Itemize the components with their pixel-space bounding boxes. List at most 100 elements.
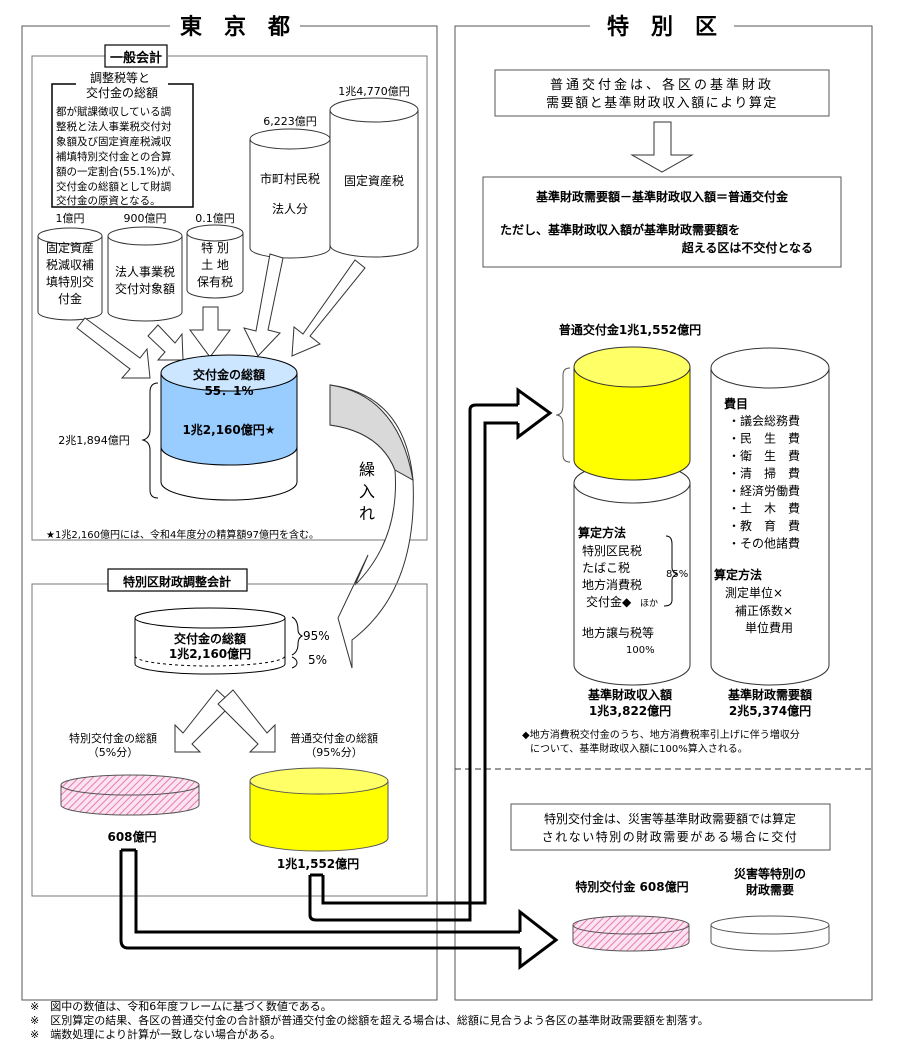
expense-item: ・教 育 費: [728, 518, 800, 533]
source-amount: 1億円: [56, 212, 85, 225]
revenue-item-100: 地方譲与税等: [582, 625, 654, 640]
source-label: 交付対象額: [115, 281, 175, 296]
transfer-char: れ: [359, 504, 375, 523]
revenue-item: 交付金◆: [586, 594, 632, 609]
total-grant-cylinder: 交付金の総額 55．1% 1兆2,160億円★ 2兆1,894億円: [58, 354, 298, 501]
special-explain-line-2: されない特別の財政需要がある場合に交付: [542, 829, 799, 844]
source-label: 市町村民税: [260, 171, 320, 186]
ordinary-flow-pipe: [308, 387, 553, 922]
arrow-icon: [189, 306, 231, 358]
formula-note-2: 超える区は不交付となる: [681, 240, 813, 255]
transfer-char: 入: [359, 482, 375, 501]
transfer-arrow: 繰 入 れ: [329, 384, 414, 669]
source-label: 法人分: [272, 202, 308, 216]
demand-method-title: 算定方法: [714, 567, 762, 582]
special-grant-label: 特別交付金 608億円: [575, 879, 688, 894]
expense-item: ・経済労働費: [728, 483, 800, 498]
expense-item: ・その他諸費: [728, 536, 800, 551]
source-label: 付金: [58, 291, 82, 306]
source-amount: 1兆4,770億円: [338, 85, 410, 98]
expense-item: ・議会総務費: [728, 413, 800, 428]
base-total-amount: 2兆1,894億円: [58, 434, 130, 447]
footnotes: ※ 図中の数値は、令和6年度フレームに基づく数値である。 ※ 区別算定の結果、各…: [30, 1000, 709, 1042]
demand-cylinder: 費目 ・議会総務費・民 生 費・衛 生 費・清 掃 費・経済労働費・土 木 費・…: [710, 347, 830, 718]
disaster-label-2: 財政需要: [745, 882, 794, 897]
source-amount: 6,223億円: [263, 115, 317, 128]
special-total-share: （5%分）: [88, 746, 138, 759]
source-label: 固定資産: [46, 240, 94, 255]
formula-note-1: ただし、基準財政収入額が基準財政需要額を: [500, 222, 740, 237]
demand-name: 基準財政需要額: [727, 687, 812, 702]
source-arrows: [76, 253, 366, 379]
brace: [141, 382, 159, 499]
revenue-item: たばこ税: [582, 561, 630, 575]
intro-box: 普通交付金は、各区の基準財政 需要額と基準財政収入額により算定: [494, 69, 830, 117]
revenue-name: 基準財政収入額: [587, 687, 672, 702]
adjustment-total-amount: 1兆2,160億円: [169, 646, 251, 661]
expense-title: 費目: [724, 396, 748, 411]
intro-line-1: 普通交付金は、各区の基準財政: [550, 77, 774, 93]
ordinary-total-share: （95%分）: [305, 746, 362, 759]
ordinary-grant-label: 普通交付金1兆1,552億円: [559, 322, 701, 337]
intro-line-2: 需要額と基準財政収入額により算定: [546, 95, 778, 111]
adjustment-account-frame: 特別区財政調整会計: [31, 568, 428, 897]
revenue-hoka: ほか: [640, 598, 658, 609]
down-arrow-icon: [630, 121, 694, 173]
footnote: ※ 図中の数値は、令和6年度フレームに基づく数値である。: [30, 1000, 332, 1013]
arrow-icon: [76, 317, 151, 379]
explain-line: 整税と法人事業税交付対: [56, 120, 172, 133]
source-amount: 900億円: [124, 212, 167, 225]
expense-item: ・土 木 費: [728, 501, 800, 516]
special-grant-disc-wards: [572, 915, 690, 952]
explain-line: 額の一定割合(55.1%)が、: [56, 165, 181, 178]
ordinary-total-title: 普通交付金の総額: [290, 731, 378, 745]
footnote: ※ 端数処理により計算が一致しない場合がある。: [30, 1028, 281, 1041]
source-label: 特 別: [201, 240, 229, 255]
wards-title: 特 別 区: [607, 14, 717, 40]
revenue-method-title: 算定方法: [578, 525, 626, 540]
adjustment-total-title: 交付金の総額: [174, 631, 246, 646]
explain-line: 補填特別交付金との合算: [56, 150, 171, 163]
special-explain-line-1: 特別交付金は、災害等基準財政需要額では算定: [544, 811, 796, 826]
special-grant-amount: 608億円: [107, 829, 156, 844]
explain-line: 交付金の原資となる。: [56, 194, 161, 207]
transfer-char: 繰: [359, 460, 375, 479]
disaster-label-1: 災害等特別の: [734, 866, 806, 881]
star-note: ★1兆2,160億円には、令和4年度分の精算額97億円を含む。: [46, 528, 319, 541]
total-grant-title: 交付金の総額: [193, 367, 265, 382]
diamond-note-1: ◆地方消費税交付金のうち、地方消費税率引上げに伴う増収分: [522, 728, 800, 741]
revenue-amount: 1兆3,822億円: [589, 703, 671, 718]
split-arrows: [174, 689, 276, 753]
general-account-label: 一般会計: [110, 50, 162, 66]
ordinary-grant-cylinder: 1兆1,552億円: [249, 767, 389, 871]
demand-method-line: 測定単位×: [725, 585, 783, 600]
explain-line: 交付金の総額として財調: [56, 180, 171, 193]
formula-text: 基準財政需要額－基準財政収入額＝普通交付金: [535, 189, 789, 204]
wards-frame: 特 別 区: [454, 14, 873, 1001]
pct-95: 95%: [303, 629, 330, 643]
source-label: 保有税: [197, 275, 233, 289]
special-flow-pipe: [119, 848, 559, 970]
revenue-pct100: 100%: [626, 645, 655, 656]
diamond-note-2: について、基準財政収入額に100%算入される。: [530, 742, 748, 755]
source-amount: 0.1億円: [195, 212, 235, 225]
tokyo-title: 東 京 都: [180, 14, 290, 40]
source-label: 土 地: [201, 258, 229, 272]
tokyo-frame: 東 京 都: [21, 14, 438, 1001]
special-explain-box: 特別交付金は、災害等基準財政需要額では算定 されない特別の財政需要がある場合に交…: [510, 803, 831, 851]
expense-item: ・民 生 費: [728, 431, 800, 446]
revenue-item: 地方消費税: [582, 577, 642, 592]
demand-method-line: 補正係数×: [735, 603, 793, 618]
arrow-icon: [291, 259, 366, 357]
total-grant-amount: 1兆2,160億円★: [182, 422, 275, 437]
special-grant-disc: 608億円: [60, 774, 200, 844]
revenue-cylinder: 算定方法 特別区民税 たばこ税 地方消費税 交付金◆ ほか 85% 地方譲与税等…: [555, 346, 691, 718]
arrow-icon: [243, 253, 284, 357]
special-total-title: 特別交付金の総額: [69, 731, 157, 745]
